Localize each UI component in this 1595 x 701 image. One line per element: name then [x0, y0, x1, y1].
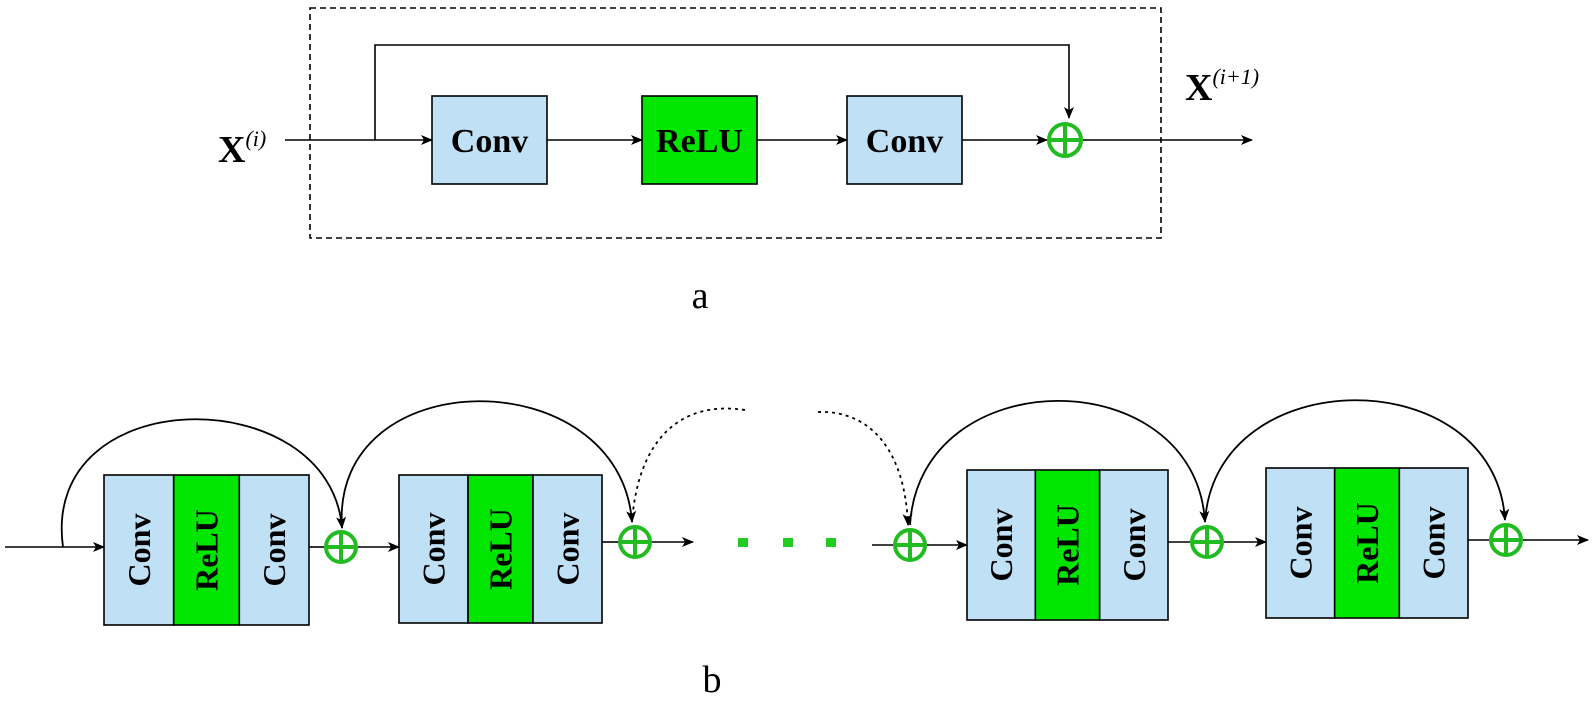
add-node-group — [324, 523, 1523, 564]
skip-connection — [374, 44, 1074, 140]
conv-block-1: Conv — [431, 95, 548, 185]
add-node-icon — [1190, 525, 1224, 559]
svg-text:ReLU: ReLU — [656, 123, 743, 160]
conv-label: Conv — [256, 514, 292, 587]
output-label: X(i+1) — [1185, 64, 1259, 109]
input-label: X(i) — [218, 126, 266, 171]
caption-b: b — [703, 659, 722, 701]
b-skip-arc-2 — [341, 400, 637, 529]
conv-label: Conv — [1116, 509, 1152, 582]
conv-layer — [1265, 467, 1336, 619]
residual-block-3: Conv ReLU Conv — [966, 469, 1169, 621]
caption-a: a — [692, 275, 709, 317]
conv-block-2: Conv — [846, 95, 963, 185]
residual-block-2: Conv ReLU Conv — [398, 474, 603, 624]
ellipsis-dots — [738, 538, 836, 547]
residual-block-outline — [309, 7, 1162, 239]
svg-text:Conv: Conv — [451, 123, 528, 160]
add-node-icon — [1047, 122, 1083, 158]
add-node-icon — [618, 525, 652, 559]
conv-layer — [1398, 467, 1469, 619]
b-skip-arc-3 — [909, 400, 1210, 526]
conv-label: Conv — [983, 509, 1019, 582]
relu-layer — [172, 474, 241, 626]
add-node-icon — [893, 528, 927, 562]
relu-label: ReLU — [189, 509, 225, 591]
conv-layer — [532, 474, 603, 624]
conv-label: Conv — [549, 513, 585, 586]
conv-layer — [398, 474, 469, 624]
relu-layer — [1034, 469, 1101, 621]
residual-block-4: Conv ReLU Conv — [1265, 467, 1469, 619]
b-skip-arc-1 — [60, 418, 347, 548]
svg-text:Conv: Conv — [866, 123, 943, 160]
relu-label: ReLU — [1349, 502, 1385, 584]
panel-a: X(i) X(i+1) Conv ReLU Conv — [218, 7, 1259, 317]
relu-block: ReLU — [641, 95, 758, 185]
b-skip-arc-dotted-1 — [631, 407, 746, 523]
conv-layer — [1098, 469, 1169, 621]
residual-block-1: Conv ReLU Conv — [103, 474, 310, 626]
relu-layer — [1333, 467, 1401, 619]
add-node-icon — [1489, 523, 1523, 557]
conv-label: Conv — [121, 514, 157, 587]
relu-label: ReLU — [1050, 504, 1086, 586]
conv-layer — [238, 474, 310, 626]
conv-label: Conv — [1282, 507, 1318, 580]
b-skip-arc-dotted-2 — [817, 411, 913, 526]
add-node-icon — [324, 530, 358, 564]
b-skip-arc-4 — [1204, 399, 1510, 523]
relu-layer — [467, 474, 534, 624]
relu-label: ReLU — [483, 508, 519, 590]
conv-label: Conv — [1416, 507, 1452, 580]
conv-label: Conv — [416, 513, 452, 586]
